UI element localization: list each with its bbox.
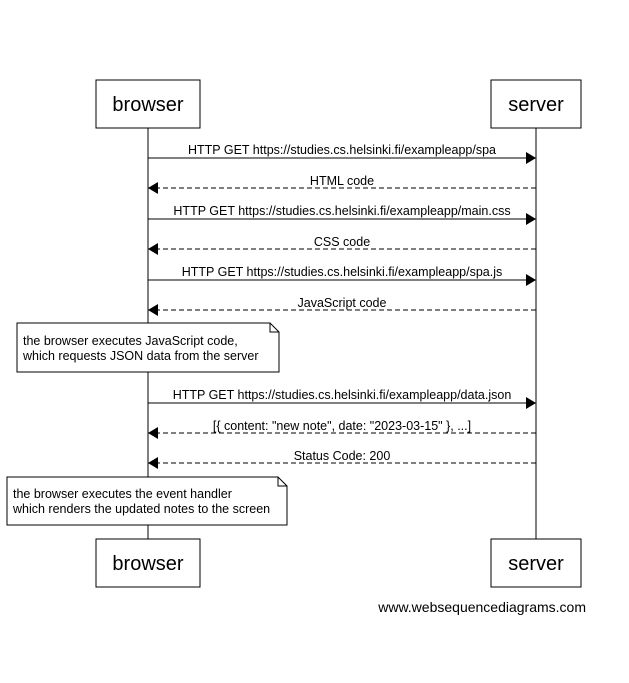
message-5: HTTP GET https://studies.cs.helsinki.fi/…	[148, 265, 536, 286]
server-participant-top: server	[490, 79, 582, 129]
note-2: the browser executes the event handler w…	[6, 476, 288, 526]
note-line: the browser executes JavaScript code,	[23, 334, 238, 348]
message-label: HTTP GET https://studies.cs.helsinki.fi/…	[188, 143, 496, 157]
message-2: HTML code	[148, 174, 536, 194]
message-label: HTML code	[310, 174, 374, 188]
message-7: HTTP GET https://studies.cs.helsinki.fi/…	[148, 388, 536, 409]
message-label: JavaScript code	[298, 296, 387, 310]
note-line: the browser executes the event handler	[13, 487, 232, 501]
message-label: CSS code	[314, 235, 370, 249]
browser-label-top: browser	[112, 94, 183, 116]
message-8: [{ content: "new note", date: "2023-03-1…	[148, 419, 536, 439]
message-9: Status Code: 200	[148, 449, 536, 469]
message-3: HTTP GET https://studies.cs.helsinki.fi/…	[148, 204, 536, 225]
browser-participant-bottom: browser	[95, 538, 201, 588]
message-6: JavaScript code	[148, 296, 536, 316]
message-4: CSS code	[148, 235, 536, 255]
server-participant-bottom: server	[490, 538, 582, 588]
browser-label-bottom: browser	[112, 553, 183, 575]
note-1: the browser executes JavaScript code, wh…	[16, 322, 280, 373]
server-label-bottom: server	[508, 553, 564, 575]
server-label-top: server	[508, 94, 564, 116]
message-label: HTTP GET https://studies.cs.helsinki.fi/…	[173, 388, 512, 402]
message-label: HTTP GET https://studies.cs.helsinki.fi/…	[173, 204, 510, 218]
message-1: HTTP GET https://studies.cs.helsinki.fi/…	[148, 143, 536, 164]
message-label: Status Code: 200	[294, 449, 391, 463]
browser-participant-top: browser	[95, 79, 201, 129]
watermark-link[interactable]: www.websequencediagrams.com	[377, 599, 586, 615]
message-label: HTTP GET https://studies.cs.helsinki.fi/…	[182, 265, 503, 279]
note-line: which requests JSON data from the server	[22, 349, 259, 363]
note-line: which renders the updated notes to the s…	[12, 502, 270, 516]
message-label: [{ content: "new note", date: "2023-03-1…	[213, 419, 471, 433]
